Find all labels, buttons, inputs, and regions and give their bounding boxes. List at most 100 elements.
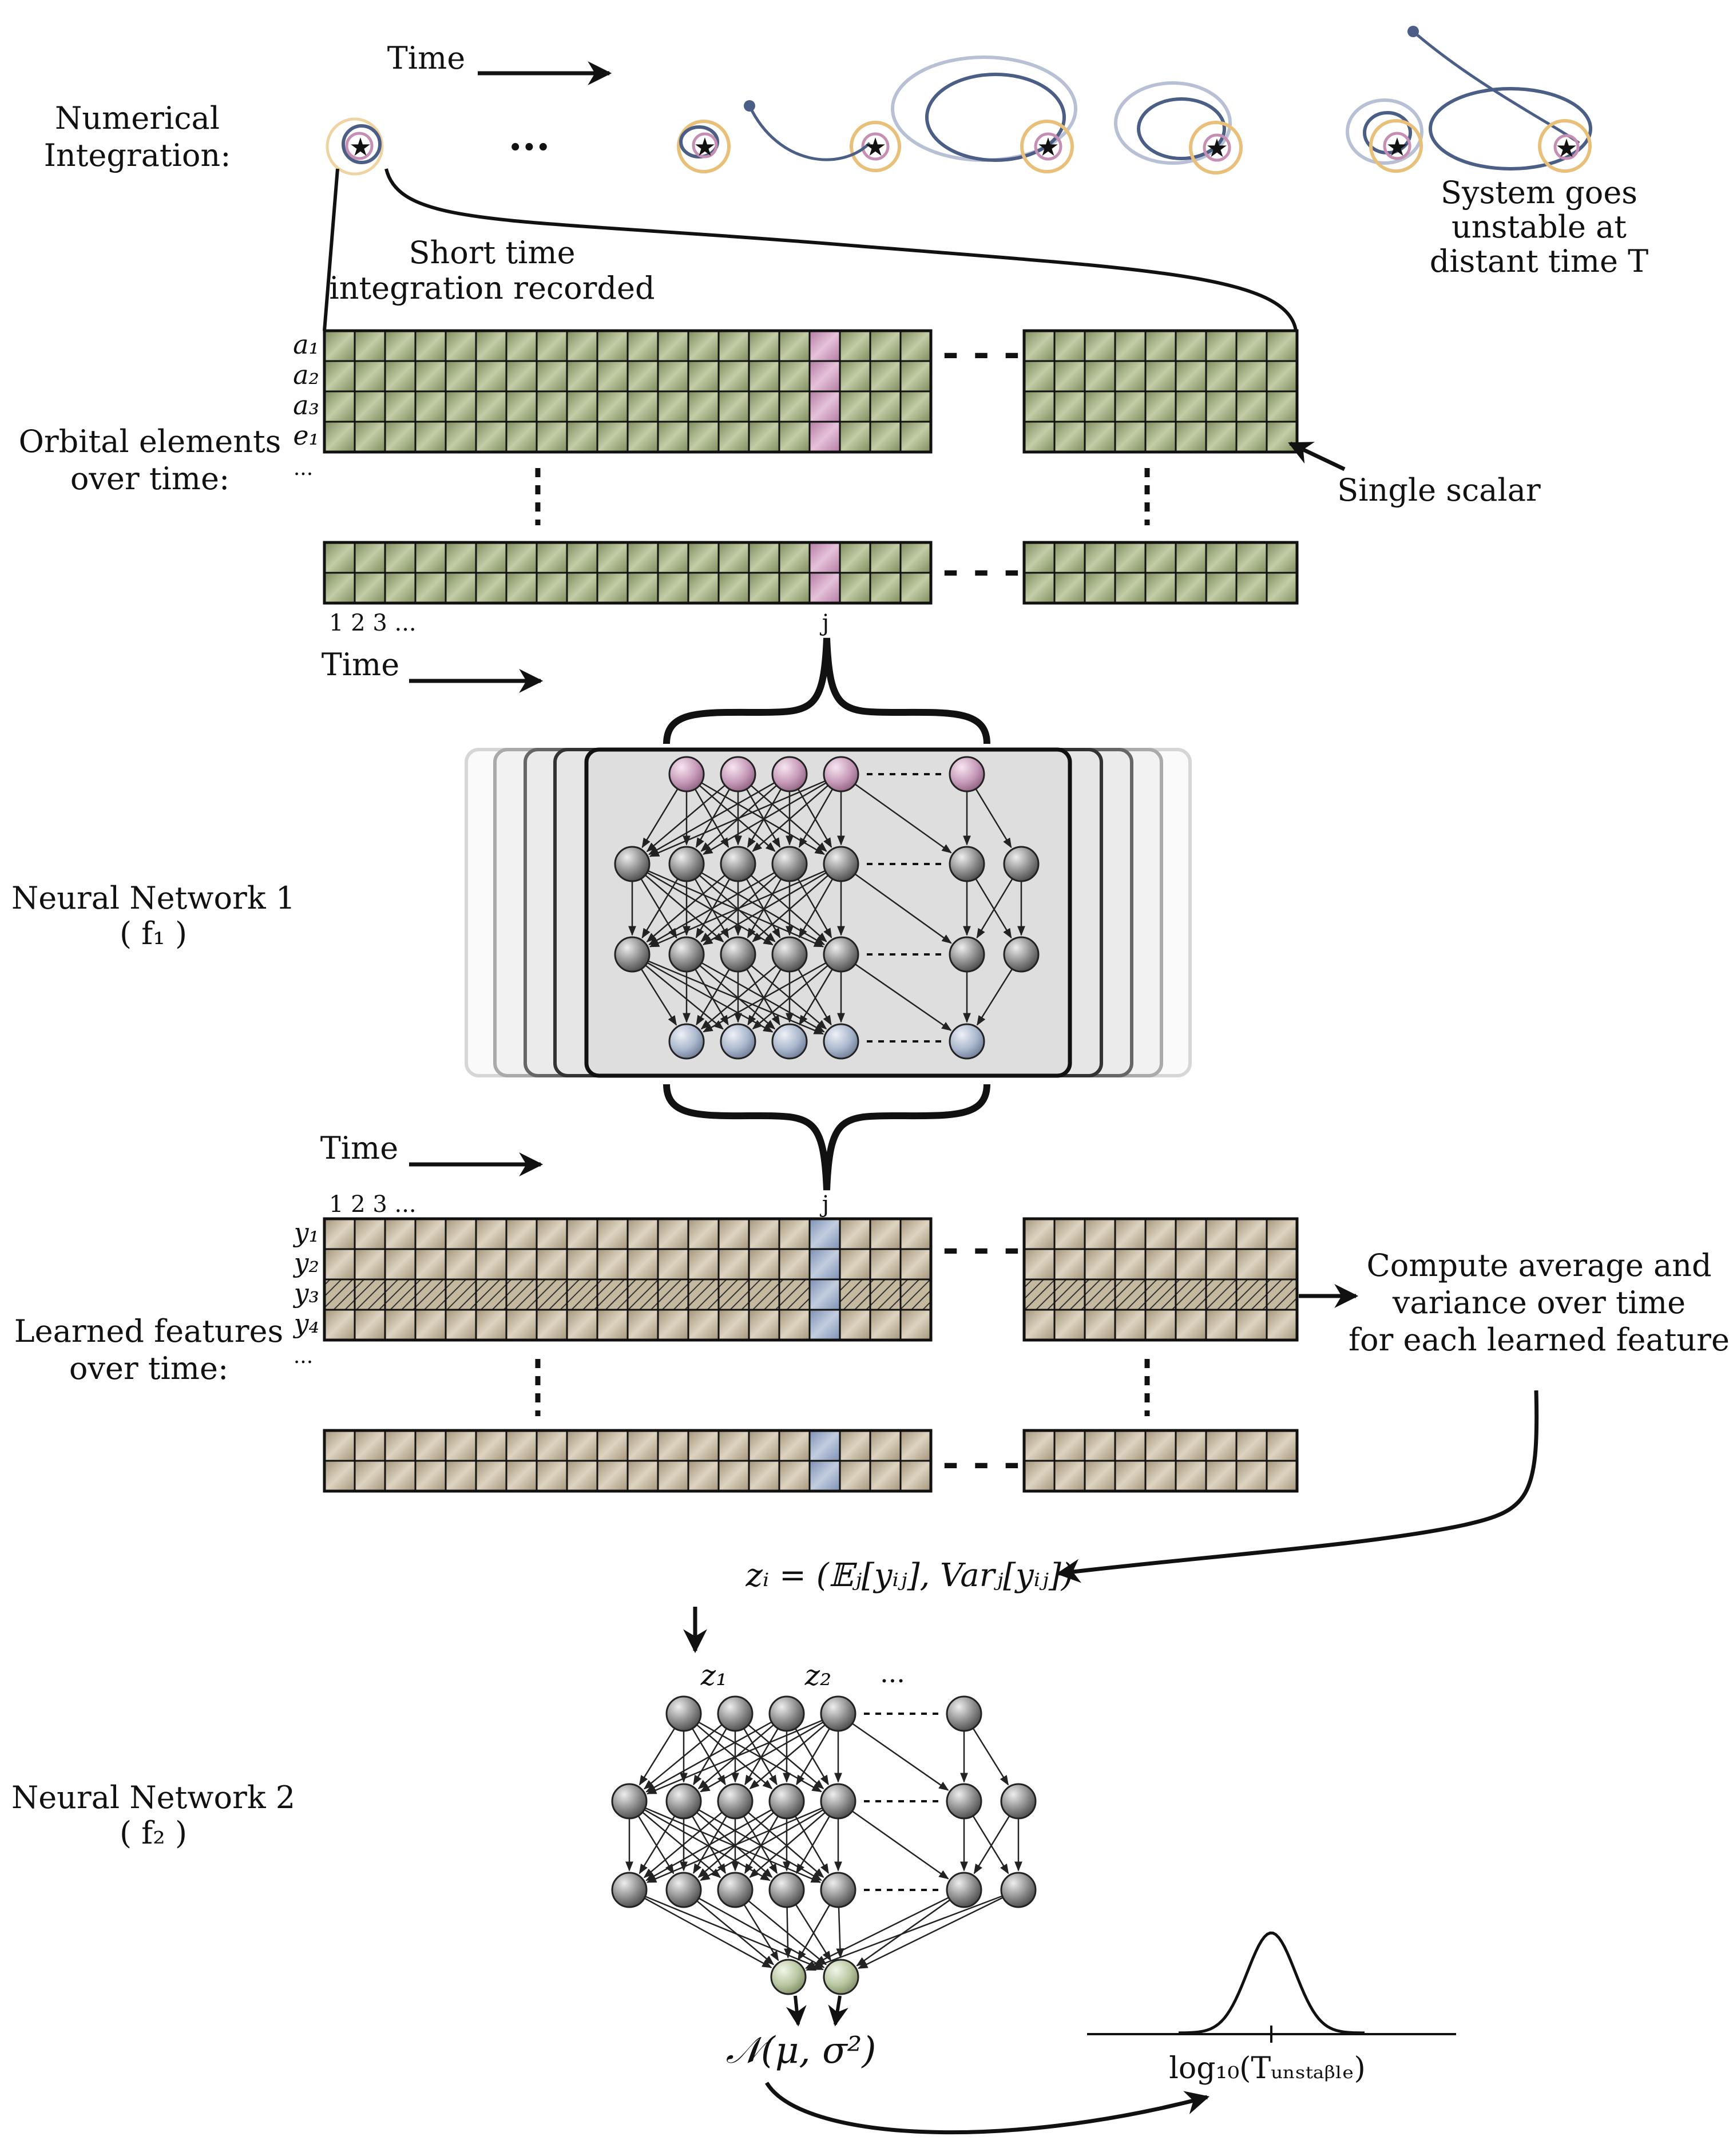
orbital-grid-cell bbox=[657, 330, 689, 362]
orbit-snapshot-4: ★ bbox=[891, 56, 1077, 173]
nn1-node bbox=[614, 846, 651, 882]
feature-grid-cell bbox=[1023, 1248, 1056, 1281]
orbital-grid-bottom-cell bbox=[717, 572, 750, 604]
feature-grid-bottom-cell bbox=[687, 1460, 720, 1492]
orbital-grid-cell bbox=[1053, 390, 1086, 423]
orbital-grid-cell bbox=[1084, 390, 1116, 423]
feature-grid-cell bbox=[748, 1309, 780, 1341]
feature-grid-cell bbox=[475, 1309, 507, 1341]
feature-grid-bottom-cell bbox=[1235, 1460, 1268, 1492]
orbital-grid-cell bbox=[384, 360, 417, 393]
feature-grid-cell bbox=[323, 1278, 356, 1311]
feature-grid-cell bbox=[899, 1309, 932, 1341]
orbital-row-label: ... bbox=[294, 457, 313, 480]
feature-grid-bottom-cell bbox=[384, 1460, 417, 1492]
star-icon: ★ bbox=[693, 133, 716, 162]
nn2-edges bbox=[625, 1719, 1022, 1971]
nn1-edge bbox=[696, 969, 730, 1026]
nn1-edge bbox=[648, 782, 775, 855]
feature-grid-cell bbox=[414, 1278, 447, 1311]
orbital-grid-cell bbox=[566, 421, 598, 453]
orbital-grid-cell bbox=[839, 330, 871, 362]
feature-grid-cell bbox=[384, 1309, 417, 1341]
orbital-grid-bottom-cell bbox=[808, 572, 841, 604]
feature-grid-cell bbox=[1084, 1309, 1116, 1341]
orbital-grid-cell bbox=[536, 330, 568, 362]
nn1-edge bbox=[799, 969, 833, 1026]
nn2-edge bbox=[645, 1807, 822, 1883]
feature-grid-cell bbox=[354, 1278, 386, 1311]
feature-grid-cell bbox=[536, 1278, 568, 1311]
unstable-label-2: unstable at bbox=[1452, 209, 1627, 245]
star-icon: ★ bbox=[1037, 133, 1059, 162]
nn2-node bbox=[946, 1783, 982, 1820]
feature-grid-cell bbox=[717, 1248, 750, 1281]
feature-grid-cell bbox=[717, 1278, 750, 1311]
orbital-grid-cell bbox=[1175, 421, 1207, 453]
orbital-grid-bottom-cell bbox=[839, 572, 871, 604]
orbital-grid-cell bbox=[596, 330, 629, 362]
feature-grid-bottom-cell bbox=[566, 1429, 598, 1462]
orbital-grid-cell bbox=[687, 421, 720, 453]
feature-grid-cell bbox=[687, 1278, 720, 1311]
feature-grid-cell bbox=[384, 1248, 417, 1281]
orbital-grid-cell bbox=[748, 330, 780, 362]
feature-grid-cell bbox=[445, 1218, 477, 1250]
orbital-grid-cell bbox=[536, 421, 568, 453]
nn1-edge bbox=[752, 784, 829, 852]
feature-grid-cell bbox=[778, 1309, 811, 1341]
nn2-edge bbox=[972, 1727, 1009, 1786]
feature-grid-cell bbox=[687, 1218, 720, 1250]
orbital-grid-bottom-cell bbox=[1144, 541, 1177, 574]
orbital-grid-bottom-cell bbox=[1175, 572, 1207, 604]
nn1-edge bbox=[752, 965, 828, 1030]
orbital-grid-bottom-cell bbox=[596, 572, 629, 604]
feature-grid-cell bbox=[414, 1248, 447, 1281]
svg-text:- - -: - - - bbox=[942, 1224, 1020, 1271]
feature-grid-cell bbox=[1114, 1278, 1147, 1311]
nn1-edge bbox=[752, 874, 829, 942]
z-more-label: ... bbox=[880, 1658, 905, 1689]
nn2-edge bbox=[806, 1895, 1003, 1971]
orbital-grid-bottom-cell bbox=[323, 541, 356, 574]
orbital-grid-cell bbox=[657, 360, 689, 393]
time-indices-bottom: 1 2 3 ... bbox=[329, 1191, 417, 1218]
nn1-edge bbox=[702, 872, 827, 945]
nn2-node bbox=[770, 1959, 807, 1995]
time-indices-top: 1 2 3 ... bbox=[329, 610, 417, 636]
orbital-grid-cell bbox=[475, 421, 507, 453]
brace-bottom bbox=[663, 1084, 990, 1191]
orbital-grid-cell bbox=[1053, 360, 1086, 393]
feature-grid-cell bbox=[1084, 1218, 1116, 1250]
orbital-grid-bottom-cell bbox=[869, 541, 902, 574]
feature-grid-bottom-cell bbox=[869, 1460, 902, 1492]
nn1-edge bbox=[854, 783, 952, 854]
orbital-grid-cell bbox=[323, 330, 356, 362]
feature-grid-bottom-cell bbox=[657, 1429, 689, 1462]
feature-grid-cell bbox=[808, 1248, 841, 1281]
feature-grid-cell bbox=[1235, 1278, 1268, 1311]
nn2-edge bbox=[973, 1815, 1010, 1874]
feature-grid-cell bbox=[596, 1218, 629, 1250]
orbital-grid-cell bbox=[1205, 421, 1238, 453]
feature-grid-bottom-cell bbox=[778, 1460, 811, 1492]
feature-grid-bottom-cell bbox=[717, 1429, 750, 1462]
feature-row-label: y₁ bbox=[293, 1217, 319, 1248]
orbital-grid-cell bbox=[626, 360, 659, 393]
nn2-edge bbox=[836, 1907, 844, 1959]
nn1-node bbox=[720, 1023, 756, 1060]
orbital-grid-cell bbox=[626, 390, 659, 423]
nn2-label-1: Neural Network 2 bbox=[11, 1780, 295, 1816]
feature-grid-bottom-cell bbox=[808, 1429, 841, 1462]
nn1-node bbox=[1003, 846, 1040, 882]
nn1-edge bbox=[797, 878, 832, 938]
nn1-edge bbox=[746, 969, 780, 1026]
orbital-grid-cell bbox=[1144, 360, 1177, 393]
svg-text:- - -: - - - bbox=[942, 546, 1020, 593]
orbital-grid-cell bbox=[778, 421, 811, 453]
orbital-grid-bottom-cell bbox=[687, 541, 720, 574]
nn1-node bbox=[823, 936, 859, 973]
orbital-grid-bottom-cell bbox=[748, 572, 780, 604]
orbital-grid-bottom-cell bbox=[778, 541, 811, 574]
orbital-grid-cell bbox=[1205, 390, 1238, 423]
